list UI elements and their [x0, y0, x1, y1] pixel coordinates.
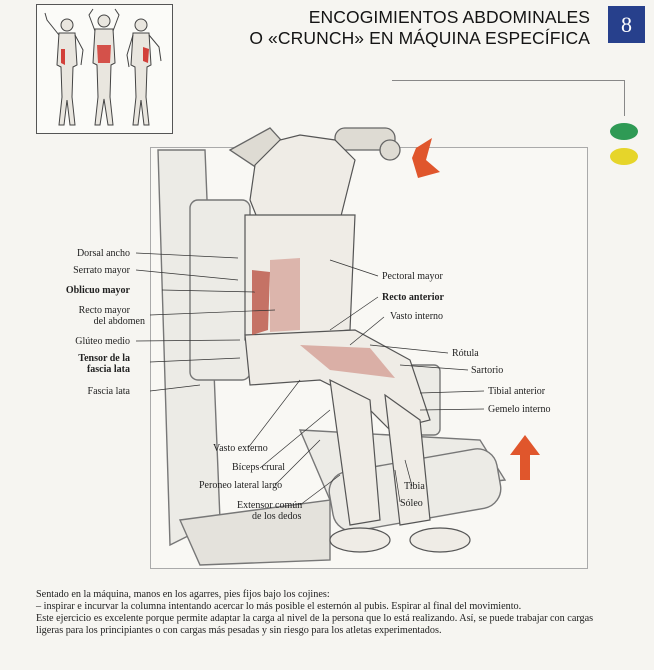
- label-pectoral-mayor: Pectoral mayor: [382, 271, 443, 282]
- decorative-line: [392, 80, 624, 81]
- label-vasto-interno: Vasto interno: [390, 311, 444, 322]
- label-extensor-comun: Extensor común: [237, 500, 303, 511]
- label-recto-mayor: Recto mayor: [78, 305, 130, 316]
- label-sartorio: Sartorio: [471, 365, 504, 376]
- arrow-down-icon: [412, 138, 440, 178]
- page-title: ENCOGIMIENTOS ABDOMINALES O «CRUNCH» EN …: [249, 7, 590, 49]
- label-fascia-lata-tensor: fascia lata: [86, 364, 130, 375]
- shin-left: [329, 378, 381, 526]
- label-soleo: Sóleo: [400, 498, 423, 509]
- anatomy-thumbnail: [36, 4, 173, 134]
- title-line-2: O «CRUNCH» EN MÁQUINA ESPECÍFICA: [249, 28, 590, 48]
- label-gluteo-medio: Glúteo medio: [75, 336, 130, 347]
- label-tibial-anterior: Tibial anterior: [488, 386, 546, 397]
- label-tibia: Tibia: [404, 481, 425, 492]
- label-peroneo-lateral-largo: Peroneo lateral largo: [199, 480, 283, 491]
- yellow-dot-icon: [610, 148, 638, 165]
- description-line-1: Sentado en la máquina, manos en los agar…: [36, 589, 330, 600]
- label-fascia-lata: Fascia lata: [87, 386, 130, 397]
- label-rotula: Rótula: [452, 348, 479, 359]
- quad-highlight: [300, 345, 395, 378]
- description-line-2: – inspirar e incurvar la columna intenta…: [36, 601, 522, 612]
- arms: [249, 134, 356, 226]
- exercise-description: Sentado en la máquina, manos en los agar…: [36, 589, 648, 637]
- title-line-1: ENCOGIMIENTOS ABDOMINALES: [308, 7, 590, 27]
- label-serrato-mayor: Serrato mayor: [73, 265, 130, 276]
- arrow-up-icon: [510, 435, 540, 480]
- green-dot-icon: [610, 123, 638, 140]
- exercise-number-badge: 8: [608, 6, 645, 43]
- rectus-highlight: [270, 258, 300, 332]
- decorative-line-vertical: [624, 80, 625, 116]
- description-line-3: Este ejercicio es excelente porque permi…: [36, 613, 594, 624]
- back-pad: [189, 199, 251, 381]
- shin-right: [384, 393, 431, 526]
- thumbnail-figures: [44, 8, 162, 126]
- label-del-abdomen: del abdomen: [93, 316, 145, 327]
- description-line-4: ligeras para los principiantes o con car…: [36, 625, 442, 636]
- label-biceps-crural: Bíceps crural: [232, 462, 286, 473]
- label-oblicuo-mayor: Oblicuo mayor: [65, 285, 130, 296]
- right-handle: [334, 127, 396, 151]
- label-vasto-externo: Vasto externo: [213, 443, 268, 454]
- label-dorsal-ancho: Dorsal ancho: [76, 248, 130, 259]
- label-gemelo-interno: Gemelo interno: [488, 404, 551, 415]
- label-tensor-de-la: Tensor de la: [78, 353, 130, 364]
- oblique-highlight: [252, 270, 270, 335]
- label-de-los-dedos: de los dedos: [252, 511, 302, 522]
- label-recto-anterior: Recto anterior: [382, 292, 444, 303]
